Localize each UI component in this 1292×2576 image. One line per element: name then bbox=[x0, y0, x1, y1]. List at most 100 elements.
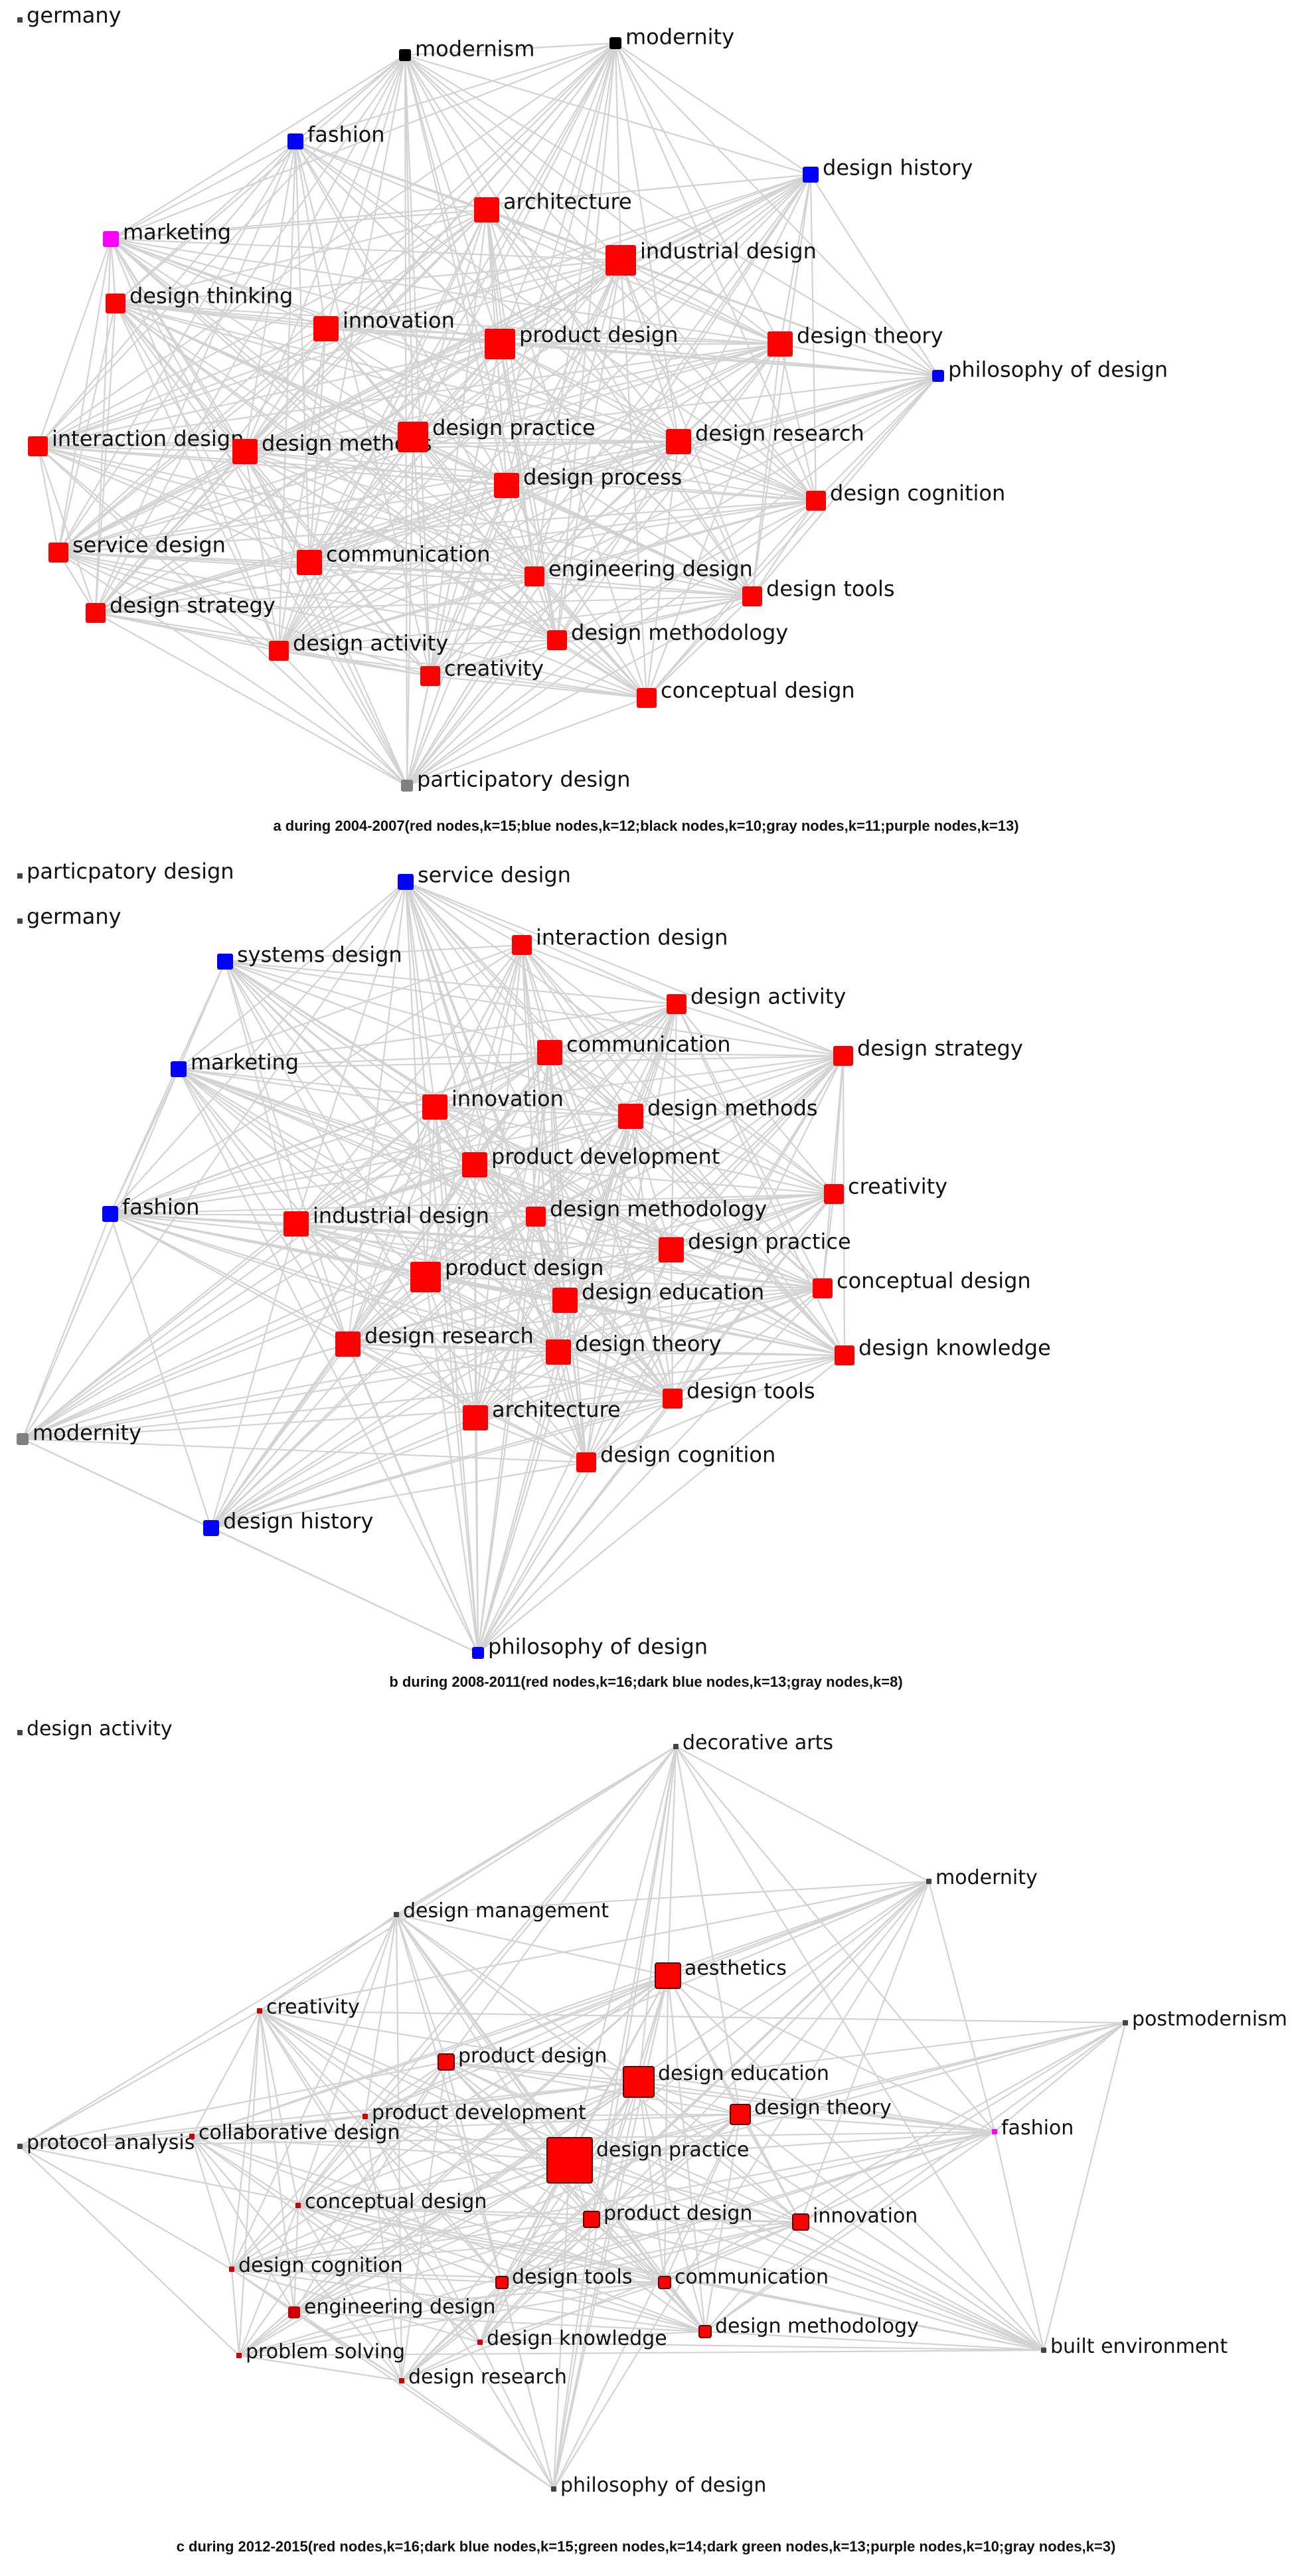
node-design-education bbox=[623, 2066, 655, 2098]
edge bbox=[22, 1052, 550, 1440]
edge bbox=[178, 1069, 349, 1345]
edge bbox=[395, 1914, 503, 2283]
node-creativity bbox=[420, 666, 440, 686]
edge bbox=[278, 260, 621, 651]
edge bbox=[569, 2159, 801, 2223]
node-label-design-history: design history bbox=[823, 155, 973, 180]
edge bbox=[406, 441, 679, 786]
edge bbox=[556, 441, 679, 641]
edge bbox=[800, 2022, 1126, 2223]
edge bbox=[533, 576, 558, 641]
edge bbox=[58, 551, 647, 699]
edge bbox=[94, 303, 117, 614]
edge bbox=[178, 1068, 475, 1166]
edge bbox=[556, 343, 781, 641]
edge bbox=[58, 451, 246, 553]
edge bbox=[779, 343, 939, 377]
node-label-design-cognition: design cognition bbox=[830, 481, 1005, 506]
edge bbox=[308, 54, 406, 563]
edge bbox=[477, 1462, 587, 1654]
node-label-design-strategy: design strategy bbox=[110, 593, 276, 618]
node-label-design-tools: design tools bbox=[686, 1379, 815, 1404]
edge bbox=[37, 436, 414, 448]
node-architecture bbox=[463, 1405, 488, 1430]
edge bbox=[434, 1055, 844, 1108]
edge bbox=[238, 2349, 1044, 2357]
node-design-activity bbox=[667, 994, 686, 1014]
edge bbox=[553, 1881, 929, 2490]
edge bbox=[615, 43, 781, 345]
edge bbox=[424, 944, 523, 1278]
edge bbox=[325, 328, 753, 597]
edge bbox=[95, 595, 753, 614]
edge bbox=[95, 343, 501, 614]
edge bbox=[396, 1880, 929, 1916]
node-design-methodology bbox=[698, 2325, 712, 2338]
edge bbox=[615, 43, 811, 175]
edge bbox=[404, 881, 427, 1278]
panel-c-caption: c during 2012-2015(red nodes,k=16;dark b… bbox=[177, 2538, 1116, 2555]
edge bbox=[238, 2081, 639, 2356]
node-interaction-design bbox=[28, 436, 48, 456]
node-label-philosophy-of-design: philosophy of design bbox=[488, 1634, 708, 1659]
edge bbox=[325, 328, 507, 486]
edge bbox=[309, 43, 616, 563]
edge bbox=[671, 1249, 845, 1356]
node-label-design-knowledge: design knowledge bbox=[858, 1335, 1051, 1361]
edge bbox=[675, 1746, 1044, 2351]
node-design-methods bbox=[618, 1104, 643, 1129]
edge bbox=[425, 1276, 587, 1463]
edge bbox=[535, 1116, 631, 1217]
node-design-theory bbox=[767, 331, 793, 357]
edge bbox=[406, 576, 535, 786]
edge bbox=[37, 173, 811, 448]
edge bbox=[58, 328, 327, 553]
node-label-architecture: architecture bbox=[492, 1397, 621, 1422]
node-design-research bbox=[399, 2378, 404, 2383]
node-design-process bbox=[494, 473, 519, 498]
edge bbox=[210, 1397, 673, 1529]
edge bbox=[295, 1003, 677, 1225]
edge bbox=[278, 639, 558, 652]
edge bbox=[667, 1975, 706, 2332]
edge bbox=[430, 375, 939, 677]
edge bbox=[37, 446, 97, 614]
edge bbox=[110, 1213, 349, 1345]
edge bbox=[591, 2218, 801, 2223]
edge bbox=[506, 440, 679, 487]
edge bbox=[568, 1746, 677, 2161]
edge bbox=[637, 2081, 706, 2332]
node-label-postmodernism: postmodernism bbox=[1132, 2008, 1287, 2031]
edge bbox=[95, 575, 535, 614]
node-label-conceptual-design: conceptual design bbox=[305, 2190, 487, 2213]
edge bbox=[309, 499, 817, 564]
edge bbox=[110, 238, 414, 438]
edge bbox=[110, 1069, 179, 1215]
node-label-product-design: product design bbox=[458, 2044, 607, 2067]
node-protocol-analysis bbox=[17, 2144, 23, 2149]
node-design-cognition bbox=[576, 1452, 596, 1472]
edge bbox=[477, 1355, 845, 1654]
panel-a-edges bbox=[37, 42, 939, 787]
edge bbox=[224, 960, 550, 1054]
node-engineering-design bbox=[525, 566, 544, 586]
edge bbox=[110, 944, 523, 1215]
edge bbox=[404, 54, 817, 501]
edge bbox=[295, 141, 535, 577]
edge bbox=[325, 54, 406, 329]
edge bbox=[405, 881, 844, 1057]
edge bbox=[638, 2081, 995, 2133]
edge bbox=[430, 675, 647, 699]
node-label-problem-solving: problem solving bbox=[246, 2340, 405, 2363]
edge bbox=[224, 961, 436, 1108]
node-aesthetics bbox=[655, 1962, 681, 1989]
node-fashion bbox=[287, 133, 303, 149]
node-label-product-design: product design bbox=[519, 322, 678, 347]
edge bbox=[22, 1164, 475, 1440]
edge bbox=[244, 343, 781, 453]
edge bbox=[751, 174, 812, 597]
edge bbox=[238, 2281, 665, 2357]
edge bbox=[412, 436, 817, 502]
node-label-modernity: modernity bbox=[33, 1420, 141, 1445]
edge bbox=[295, 1163, 475, 1225]
